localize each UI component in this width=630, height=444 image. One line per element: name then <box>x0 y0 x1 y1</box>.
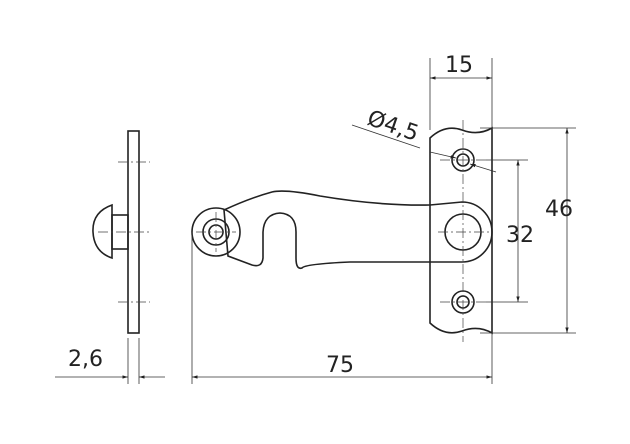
dim-spacing-label: 32 <box>506 223 534 248</box>
rivet-head <box>92 203 113 260</box>
side-view <box>92 130 150 334</box>
front-view <box>191 120 493 342</box>
dim-length-label: 75 <box>326 353 354 378</box>
dimension-hole-spacing: 32 <box>486 159 534 303</box>
dimension-plate-height: 46 <box>480 127 576 334</box>
dimension-length: 75 <box>191 232 493 384</box>
dimension-plate-width: 15 <box>429 53 493 130</box>
stay-arm <box>223 190 493 270</box>
dim-diameter-label: Ø4,5 <box>364 106 422 147</box>
dim-thickness-label: 2,6 <box>68 347 103 372</box>
dim-height-label: 46 <box>545 197 573 222</box>
dim-width-label: 15 <box>445 53 473 78</box>
dimension-thickness: 2,6 <box>55 338 165 384</box>
